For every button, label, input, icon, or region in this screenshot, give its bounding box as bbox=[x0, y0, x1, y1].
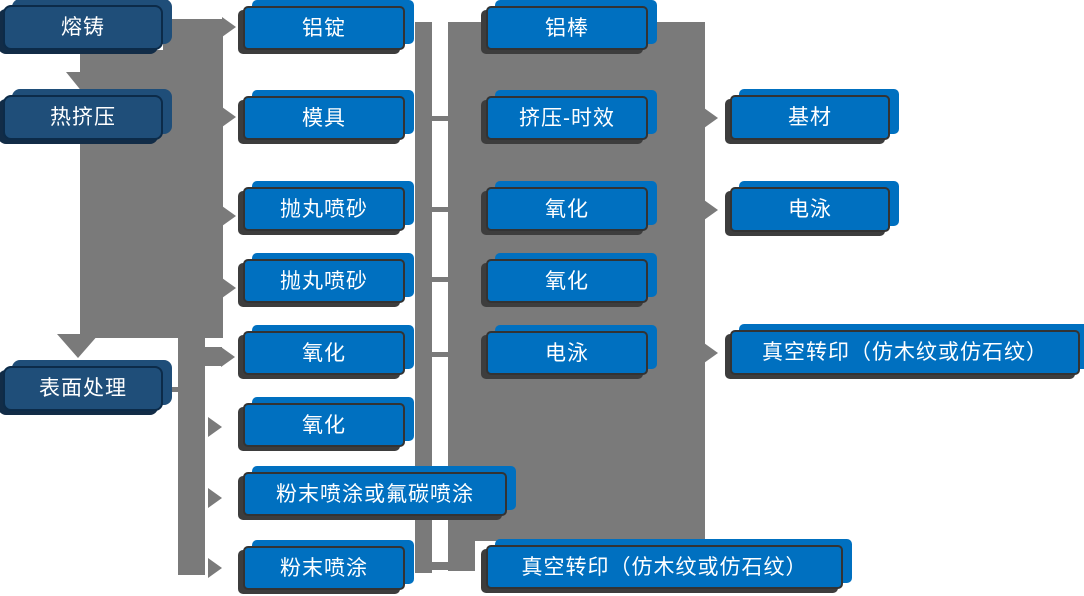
node-label: 粉末喷涂 bbox=[280, 556, 368, 580]
node-label: 真空转印（仿木纹或仿石纹） bbox=[762, 341, 1048, 364]
node-surface-treatment: 表面处理 bbox=[3, 366, 163, 411]
arrowhead-to-aluminum-ingot bbox=[222, 17, 236, 37]
node-melting-casting: 熔铸 bbox=[3, 5, 163, 50]
arrowhead-to-shot-blasting-2 bbox=[222, 278, 236, 298]
node-label: 挤压-时效 bbox=[519, 106, 615, 130]
connector-mid-bar bbox=[415, 22, 432, 573]
connector-stub-row4 bbox=[430, 277, 450, 282]
node-label: 基材 bbox=[788, 106, 832, 129]
node-label: 表面处理 bbox=[39, 377, 127, 400]
node-label: 电泳 bbox=[545, 341, 589, 365]
arrowhead-to-oxidation-2 bbox=[208, 417, 222, 437]
node-extrusion-aging: 挤压-时效 bbox=[486, 96, 648, 140]
node-vacuum-transfer-2: 真空转印（仿木纹或仿石纹） bbox=[730, 330, 1080, 375]
connector-melting-branch bbox=[163, 19, 223, 52]
arrowhead-to-base-material bbox=[704, 108, 718, 128]
connector-surface-stub bbox=[163, 387, 180, 392]
node-aluminum-rod: 铝棒 bbox=[486, 6, 648, 50]
node-powder-or-fluorocarbon-coating: 粉末喷涂或氟碳喷涂 bbox=[243, 472, 507, 516]
connector-surface-trunk bbox=[178, 338, 205, 575]
node-powder-coating: 粉末喷涂 bbox=[243, 546, 405, 590]
connector-stub-row3 bbox=[430, 207, 450, 212]
arrowhead-to-powder-fluorocarbon bbox=[208, 488, 222, 508]
node-label: 热挤压 bbox=[50, 106, 116, 129]
node-hot-extrusion: 热挤压 bbox=[3, 95, 163, 140]
node-shot-blasting-2: 抛丸喷砂 bbox=[243, 259, 405, 303]
node-oxidation-1: 氧化 bbox=[243, 331, 405, 375]
node-label: 铝锭 bbox=[302, 16, 346, 40]
node-electrophoresis-1: 电泳 bbox=[486, 331, 648, 375]
arrowhead-to-powder-coating bbox=[208, 558, 222, 578]
connector-center-panel-foot bbox=[448, 541, 475, 571]
node-mold: 模具 bbox=[243, 96, 405, 140]
node-label: 熔铸 bbox=[61, 16, 105, 39]
node-base-material: 基材 bbox=[730, 95, 890, 140]
arrowhead-to-mold bbox=[222, 107, 236, 127]
connector-stub-row2 bbox=[430, 116, 450, 121]
node-electrophoresis-2: 电泳 bbox=[730, 187, 890, 232]
node-label: 模具 bbox=[302, 106, 346, 130]
arrowhead-to-electrophoresis-2 bbox=[704, 200, 718, 220]
connector-surface-trunk-elbow bbox=[196, 347, 222, 366]
arrowhead-to-vacuum-transfer-2 bbox=[704, 343, 718, 363]
arrowhead-to-surface-treatment bbox=[57, 334, 99, 358]
node-label: 氧化 bbox=[545, 197, 589, 221]
node-vacuum-transfer-1: 真空转印（仿木纹或仿石纹） bbox=[486, 545, 843, 589]
node-label: 铝棒 bbox=[545, 16, 589, 40]
node-label: 氧化 bbox=[302, 413, 346, 437]
connector-left-trunk bbox=[80, 50, 223, 338]
node-label: 氧化 bbox=[545, 269, 589, 293]
connector-stub-bottom bbox=[430, 562, 450, 570]
node-label: 粉末喷涂或氟碳喷涂 bbox=[276, 482, 474, 506]
arrowhead-to-oxidation-1 bbox=[221, 347, 235, 367]
node-label: 氧化 bbox=[302, 341, 346, 365]
arrowhead-to-shot-blasting-1 bbox=[222, 206, 236, 226]
node-aluminum-ingot: 铝锭 bbox=[243, 6, 405, 50]
node-label: 电泳 bbox=[788, 198, 832, 221]
node-label: 抛丸喷砂 bbox=[280, 269, 368, 293]
node-label: 真空转印（仿木纹或仿石纹） bbox=[521, 555, 808, 579]
node-oxidation-4: 氧化 bbox=[486, 259, 648, 303]
node-label: 抛丸喷砂 bbox=[280, 197, 368, 221]
arrowhead-to-hot-extrusion bbox=[66, 72, 100, 93]
node-oxidation-2: 氧化 bbox=[243, 403, 405, 447]
node-shot-blasting-1: 抛丸喷砂 bbox=[243, 187, 405, 231]
node-oxidation-3: 氧化 bbox=[486, 187, 648, 231]
connector-stub-row5 bbox=[430, 352, 450, 357]
